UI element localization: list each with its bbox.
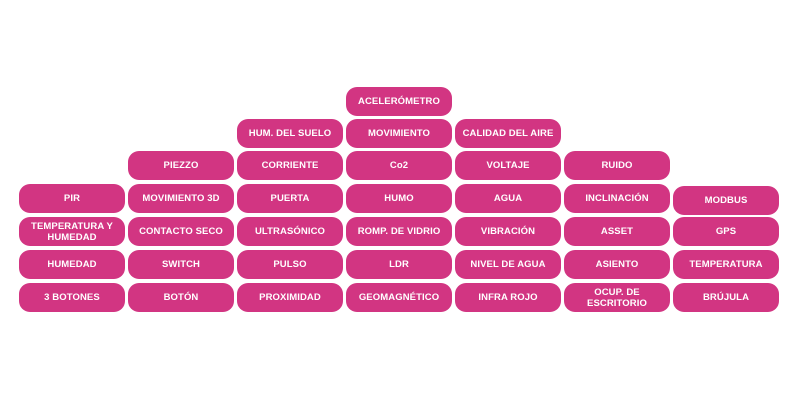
tag-ultrasonico: ULTRASÓNICO	[237, 217, 343, 246]
tag-vibracion: VIBRACIÓN	[455, 217, 561, 246]
tag-pulso: PULSO	[237, 250, 343, 279]
tag-3-botones: 3 BOTONES	[19, 283, 125, 312]
tag-humedad: HUMEDAD	[19, 250, 125, 279]
tag-temperatura-y-humedad: TEMPERATURA Y HUMEDAD	[19, 217, 125, 246]
tag-corriente: CORRIENTE	[237, 151, 343, 180]
tag-acelerometro: ACELERÓMETRO	[346, 87, 452, 116]
tag-voltaje: VOLTAJE	[455, 151, 561, 180]
tag-agua: AGUA	[455, 184, 561, 213]
tag-gps: GPS	[673, 217, 779, 246]
tag-infra-rojo: INFRA ROJO	[455, 283, 561, 312]
tag-switch: SWITCH	[128, 250, 234, 279]
tag-calidad-del-aire: CALIDAD DEL AIRE	[455, 119, 561, 148]
tag-piezzo: PIEZZO	[128, 151, 234, 180]
tag-boton: BOTÓN	[128, 283, 234, 312]
tag-asiento: ASIENTO	[564, 250, 670, 279]
tag-brujula: BRÚJULA	[673, 283, 779, 312]
tag-nivel-de-agua: NIVEL DE AGUA	[455, 250, 561, 279]
tag-ocup-de-escritorio: OCUP. DE ESCRITORIO	[564, 283, 670, 312]
tag-puerta: PUERTA	[237, 184, 343, 213]
tag-geomagnetico: GEOMAGNÉTICO	[346, 283, 452, 312]
tag-co2: Co2	[346, 151, 452, 180]
tag-pir: PIR	[19, 184, 125, 213]
tag-temperatura: TEMPERATURA	[673, 250, 779, 279]
tag-ldr: LDR	[346, 250, 452, 279]
tag-humo: HUMO	[346, 184, 452, 213]
tag-ruido: RUIDO	[564, 151, 670, 180]
tag-asset: ASSET	[564, 217, 670, 246]
tag-inclinacion: INCLINACIÓN	[564, 184, 670, 213]
tag-movimiento: MOVIMIENTO	[346, 119, 452, 148]
tag-hum-del-suelo: HUM. DEL SUELO	[237, 119, 343, 148]
tag-contacto-seco: CONTACTO SECO	[128, 217, 234, 246]
tag-proximidad: PROXIMIDAD	[237, 283, 343, 312]
tag-romp-de-vidrio: ROMP. DE VIDRIO	[346, 217, 452, 246]
tag-movimiento-3d: MOVIMIENTO 3D	[128, 184, 234, 213]
tag-modbus: MODBUS	[673, 186, 779, 215]
